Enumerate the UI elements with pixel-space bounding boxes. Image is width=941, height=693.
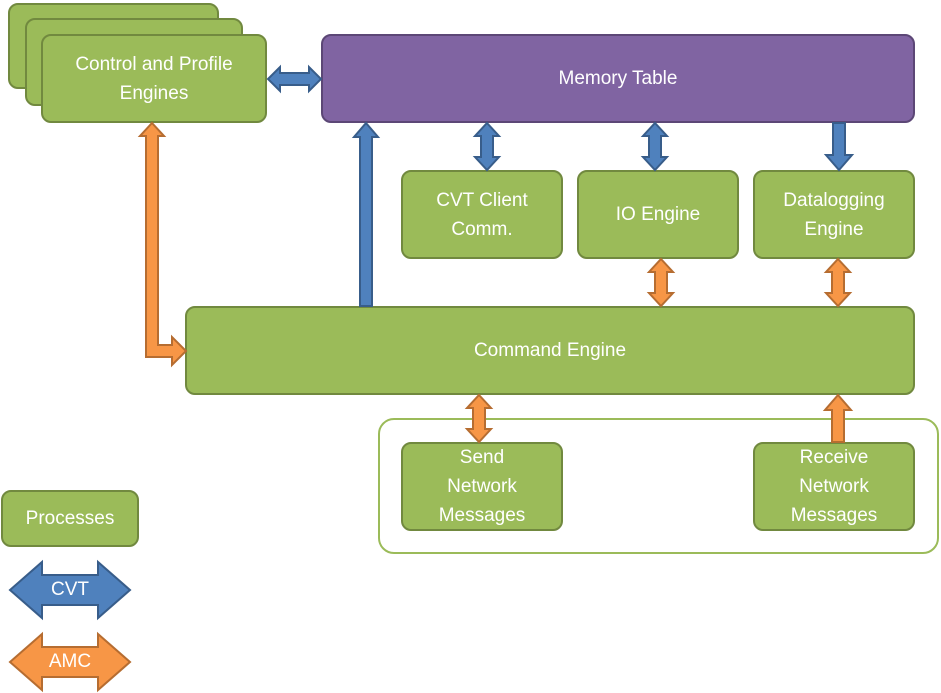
amc-arrow-datalogging-command [823,257,853,308]
control-profile-engines: Control and Profile Engines [41,34,267,123]
io-engine: IO Engine [577,170,739,259]
amc-arrow-receive-to-command [822,393,854,443]
cvt-arrow-memory-io [640,121,670,172]
receive-network-messages: Receive Network Messages [753,442,915,531]
amc-arrow-command-send [464,393,494,444]
amc-arrow-control-command [137,121,188,368]
send-network-messages: Send Network Messages [401,442,563,531]
cvt-client-comm: CVT Client Comm. [401,170,563,259]
legend-amc-arrow [8,631,132,693]
legend-cvt-arrow [8,559,132,621]
cvt-arrow-memory-to-datalogging [823,122,855,172]
amc-arrow-io-command [646,257,676,308]
legend-amc-label: AMC [48,651,92,672]
command-engine: Command Engine [185,306,915,395]
memory-table: Memory Table [321,34,915,123]
cvt-arrow-control-memory [266,64,323,94]
cvt-arrow-command-to-memory [351,121,381,307]
legend-processes-box: Processes [1,490,139,547]
cvt-arrow-memory-cvtclient [472,121,502,172]
legend-cvt-label: CVT [51,579,89,600]
datalogging-engine: Datalogging Engine [753,170,915,259]
